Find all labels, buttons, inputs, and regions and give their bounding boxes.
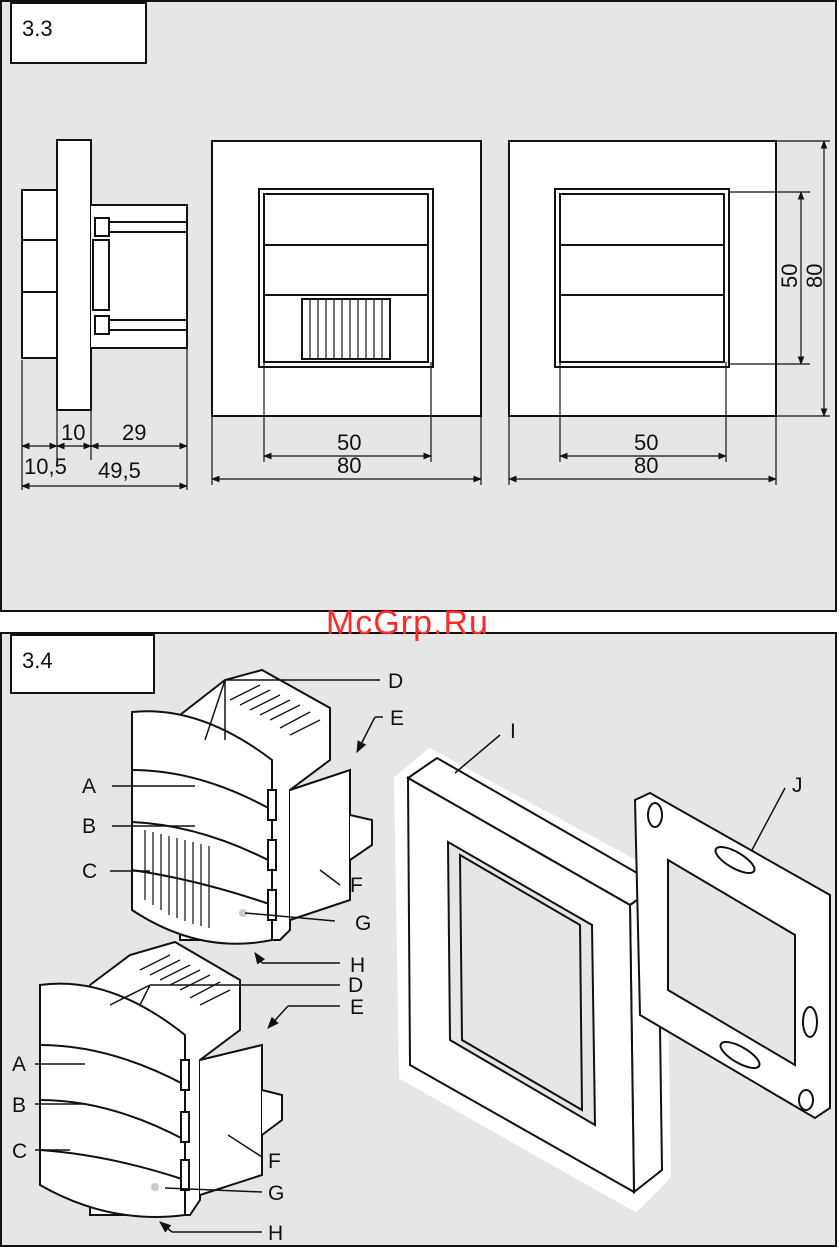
cover-frame-side <box>57 140 91 410</box>
dim-total-depth: 49,5 <box>98 458 141 483</box>
sensor-window <box>302 299 390 359</box>
dim-front-thickness: 10 <box>61 420 85 445</box>
dim-front-insert-width: 50 <box>337 430 361 455</box>
dim-insert-depth: 29 <box>122 420 146 445</box>
rear-insert-outline <box>555 189 729 367</box>
front-view <box>212 141 481 416</box>
section-number-3-4: 3.4 <box>10 634 155 694</box>
mounting-plate-side <box>22 190 57 358</box>
dim-rear-frame-width: 80 <box>634 453 658 478</box>
dim-front-frame-width: 80 <box>337 453 361 478</box>
rear-view <box>509 141 776 416</box>
dim-frame-height: 80 <box>802 264 827 288</box>
dim-rear-insert-width: 50 <box>634 430 658 455</box>
dim-plate-depth: 10,5 <box>24 454 67 479</box>
side-view <box>22 140 187 410</box>
dim-insert-height: 50 <box>777 264 802 288</box>
figure-3-4-panel: 3.4 <box>0 632 837 1247</box>
dimension-drawing: 10 29 10,5 49,5 50 80 <box>0 0 839 612</box>
watermark: McGrp.Ru <box>326 604 489 643</box>
